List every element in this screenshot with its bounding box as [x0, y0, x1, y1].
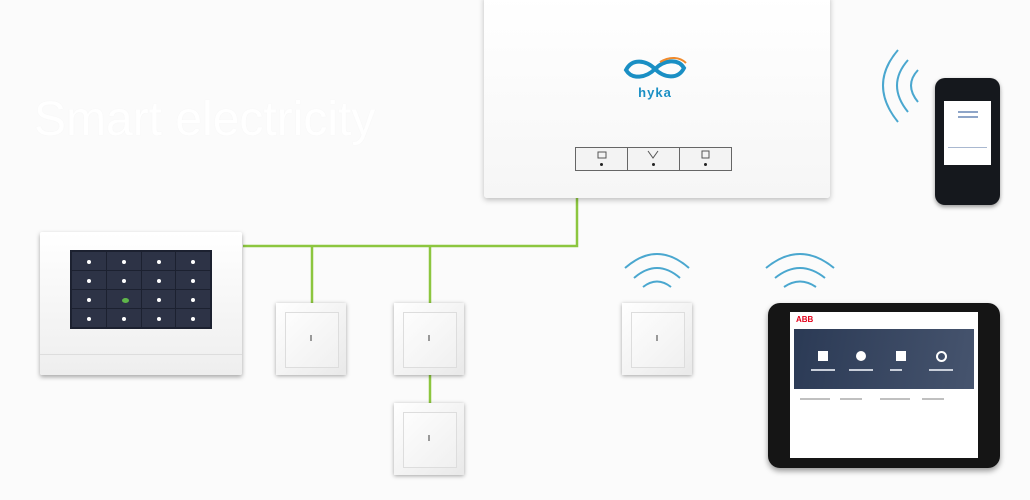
wifi-icon-tablet: [765, 253, 835, 288]
touch-panel-screen[interactable]: [70, 250, 212, 329]
wifi-icon-switch: [624, 253, 690, 288]
wall-switch-1[interactable]: [276, 303, 346, 375]
infinity-logo-icon: [623, 57, 687, 79]
hub-button-network[interactable]: [628, 148, 680, 170]
hyka-logo: hyka: [620, 54, 690, 100]
house-icon[interactable]: [818, 351, 828, 361]
hub-button-pc[interactable]: [576, 148, 628, 170]
central-hub: hyka: [484, 0, 830, 198]
wall-switch-2[interactable]: [394, 303, 464, 375]
abb-logo: ABB: [796, 315, 814, 324]
pc-icon: [597, 151, 607, 159]
tablet-menu-band: [794, 329, 974, 389]
timer-icon[interactable]: [936, 351, 947, 362]
wireless-switch[interactable]: [622, 303, 692, 375]
wall-switch-3[interactable]: [394, 403, 464, 475]
tablet: ABB: [768, 303, 1000, 468]
wire-hub: [243, 198, 579, 248]
smartphone: [935, 78, 1000, 205]
hub-button-device[interactable]: [680, 148, 731, 170]
tablet-screen[interactable]: ABB: [790, 312, 978, 458]
bulb-icon[interactable]: [856, 351, 866, 361]
wifi-icon-phone: [882, 49, 919, 123]
phone-screen[interactable]: [944, 101, 991, 165]
blind-icon[interactable]: [896, 351, 906, 361]
hub-button-group: [575, 147, 732, 171]
network-icon: [647, 150, 659, 159]
touch-panel: [40, 232, 242, 375]
device-icon: [701, 150, 710, 159]
headline: Smart electricity: [34, 93, 376, 146]
